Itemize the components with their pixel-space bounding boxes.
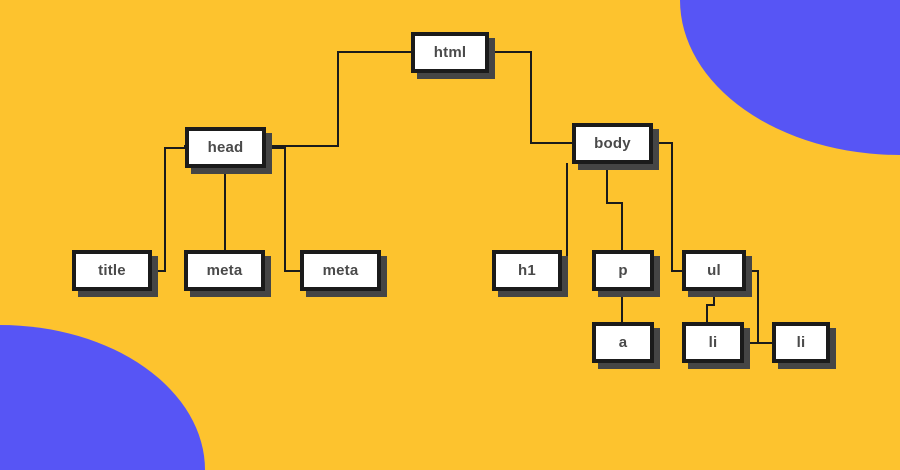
node-label-title: title xyxy=(98,262,126,279)
node-label-body: body xyxy=(594,135,631,152)
node-label-ul: ul xyxy=(707,262,721,279)
node-a[interactable]: a xyxy=(592,322,654,363)
edge-body-ul xyxy=(652,142,683,272)
edge-head-meta2 xyxy=(265,147,301,272)
node-label-meta1: meta xyxy=(206,262,243,279)
node-li2[interactable]: li xyxy=(772,322,830,363)
node-label-li1: li xyxy=(708,334,718,351)
node-title[interactable]: title xyxy=(72,250,152,291)
node-h1[interactable]: h1 xyxy=(492,250,562,291)
node-label-head: head xyxy=(207,139,244,156)
node-label-a: a xyxy=(618,334,628,351)
node-body[interactable]: body xyxy=(572,123,653,164)
edge-body-p xyxy=(606,163,623,251)
node-label-p: p xyxy=(618,262,628,279)
node-label-li2: li xyxy=(796,334,806,351)
edge-html-body xyxy=(488,51,573,144)
node-meta2[interactable]: meta xyxy=(300,250,381,291)
node-head[interactable]: head xyxy=(185,127,266,168)
node-label-html: html xyxy=(433,44,467,61)
edge-body-h1 xyxy=(561,163,568,272)
node-label-meta2: meta xyxy=(322,262,359,279)
node-ul[interactable]: ul xyxy=(682,250,746,291)
node-html[interactable]: html xyxy=(411,32,489,73)
node-label-h1: h1 xyxy=(518,262,536,279)
node-p[interactable]: p xyxy=(592,250,654,291)
edge-head-title xyxy=(151,147,186,272)
node-li1[interactable]: li xyxy=(682,322,744,363)
node-meta1[interactable]: meta xyxy=(184,250,265,291)
edge-ul-li1 xyxy=(706,290,715,323)
